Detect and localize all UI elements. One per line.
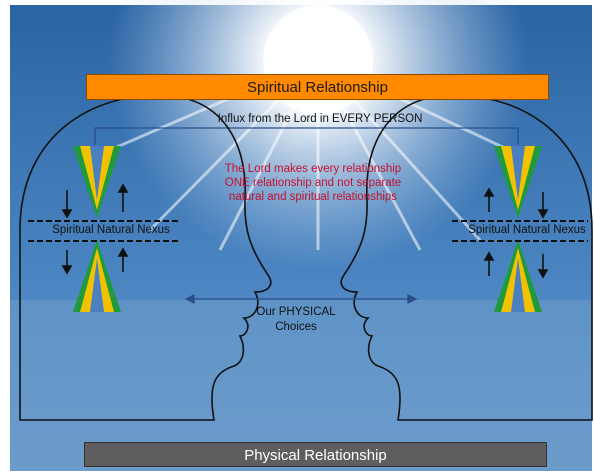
double-arrow-icon	[184, 293, 418, 305]
left-upper-cone	[73, 146, 121, 218]
left-flow-arrows	[61, 183, 129, 275]
nexus-label-left: Spiritual Natural Nexus	[52, 224, 170, 236]
nexus-lines-left	[28, 220, 178, 242]
influx-connector	[94, 127, 519, 145]
nexus-lines-right	[452, 220, 588, 242]
physical-choices-label: Our PHYSICAL Choices	[256, 306, 336, 333]
right-flow-arrows	[483, 187, 549, 279]
left-lower-cone	[73, 240, 121, 312]
physical-relationship-banner: Physical Relationship	[84, 442, 547, 467]
influx-label: Influx from the Lord in EVERY PERSON	[217, 113, 423, 125]
lord-statement: The Lord makes every relationship ONE re…	[224, 163, 402, 203]
nexus-label-right: Spiritual Natural Nexus	[468, 224, 586, 236]
spiritual-relationship-banner: Spiritual Relationship	[86, 74, 549, 100]
right-upper-cone	[494, 146, 542, 218]
right-lower-cone	[494, 240, 542, 312]
